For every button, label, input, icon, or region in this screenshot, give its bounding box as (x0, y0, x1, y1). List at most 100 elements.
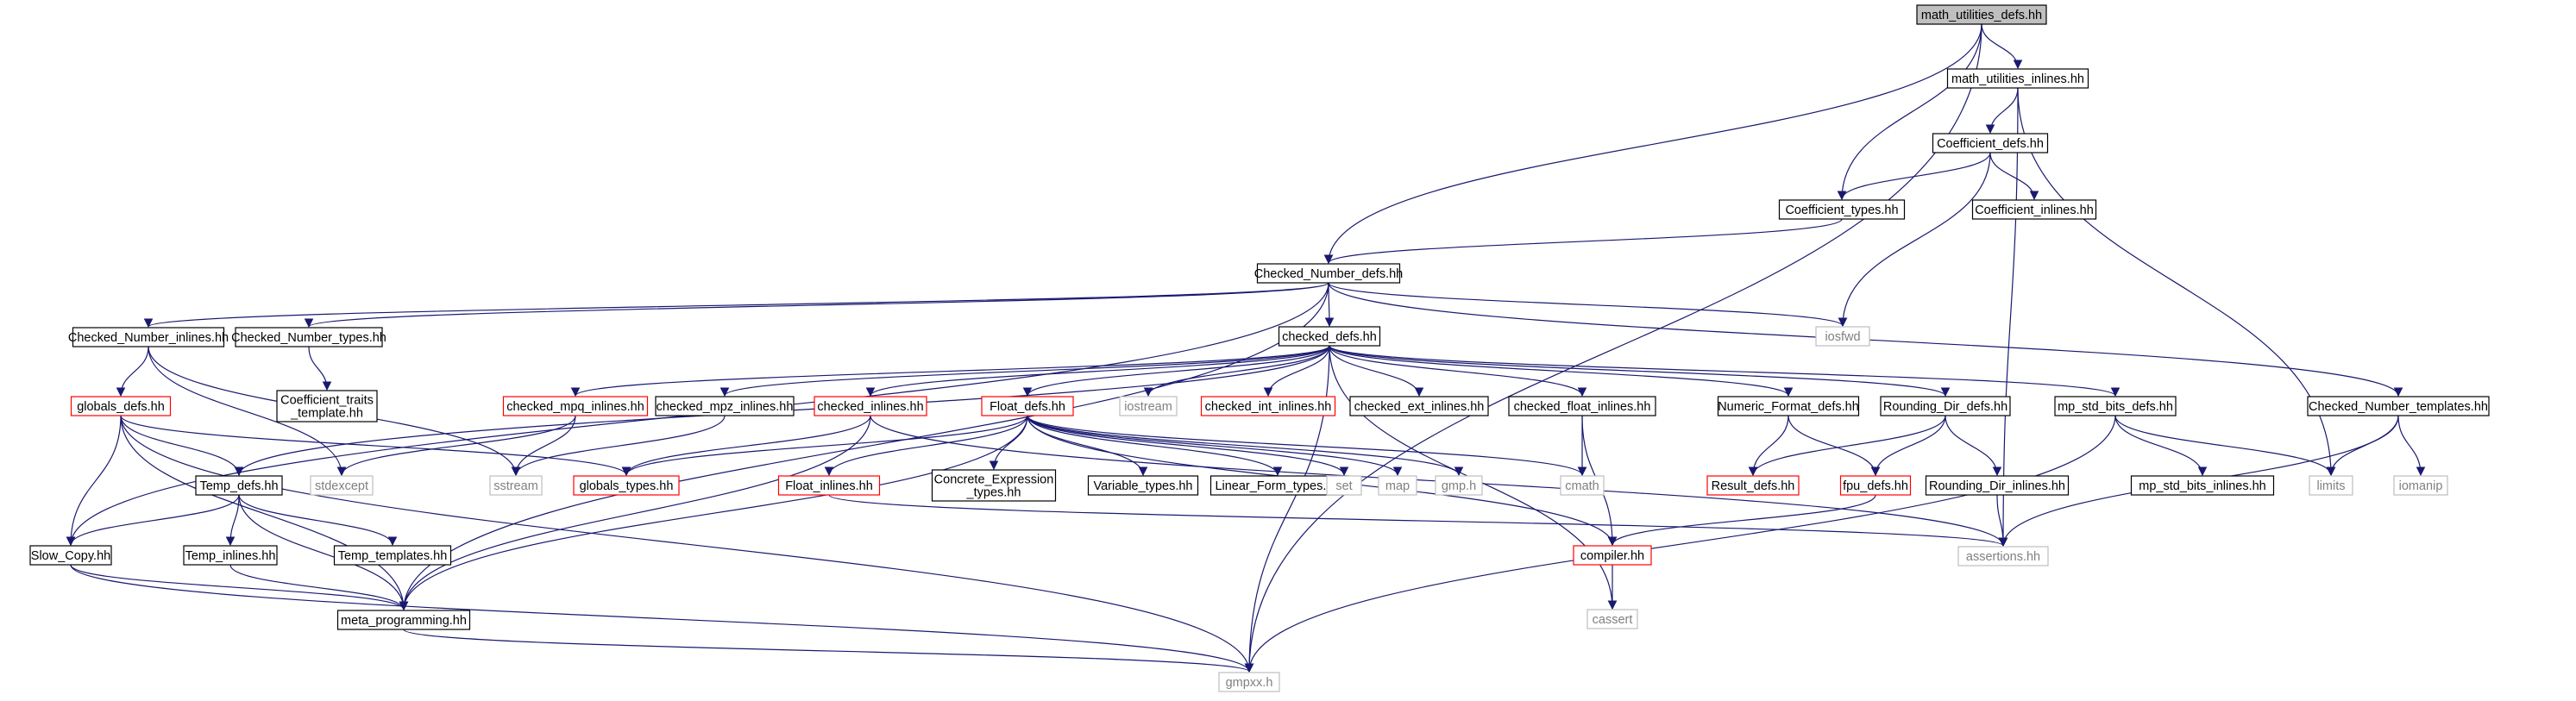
dependency-edge (1244, 415, 2116, 673)
graph-node[interactable]: Temp_defs.hh (195, 475, 283, 496)
node-label: gmp.h (1442, 479, 1476, 493)
node-box (29, 545, 112, 566)
dependency-edge (1323, 23, 1982, 265)
dependency-edge (1748, 415, 1789, 477)
node-label: iostream (1124, 400, 1172, 414)
node-label: gmpxx.h (1226, 676, 1273, 690)
node-box (2130, 475, 2275, 496)
node-box (573, 475, 680, 496)
node-label: checked_float_inlines.hh (1514, 400, 1651, 414)
node-box (1932, 133, 2049, 153)
dependency-edge (570, 345, 1330, 397)
graph-node[interactable]: math_utilities_inlines.hh (1946, 68, 2089, 89)
graph-node[interactable]: Checked_Number_inlines.hh (68, 327, 229, 347)
graph-node[interactable]: fpu_defs.hh (1839, 475, 1912, 496)
node-box (777, 475, 881, 496)
node-label: limits (2316, 479, 2345, 493)
node-box (2309, 475, 2353, 496)
dependency-edge (511, 415, 726, 477)
dependency-edge (1263, 345, 1330, 397)
node-box (1706, 475, 1800, 496)
graph-node[interactable]: Checked_Number_defs.hh (1254, 263, 1404, 284)
dependency-edge (70, 564, 409, 611)
graph-node[interactable]: Temp_templates.hh (333, 545, 452, 566)
node-label: fpu_defs.hh (1843, 479, 1908, 493)
graph-node[interactable]: Concrete_Expression_types.hh (931, 469, 1057, 502)
graph-node[interactable]: globals_defs.hh (70, 396, 172, 416)
graph-node[interactable]: math_utilities_defs.hh (1916, 4, 2047, 25)
node-box (2393, 475, 2448, 496)
dependency-edge (2114, 415, 2208, 477)
node-box (489, 475, 543, 496)
dependency-edge (403, 629, 1253, 673)
graph-node[interactable]: checked_ext_inlines.hh (1349, 396, 1489, 416)
graph-node[interactable]: checked_inlines.hh (814, 396, 927, 416)
graph-node[interactable]: Coefficient_types.hh (1778, 199, 1906, 220)
node-box (981, 396, 1074, 416)
dependency-edge (308, 346, 332, 391)
graph-node[interactable]: Coefficient_traits_template.hh (276, 390, 378, 422)
dependency-edge (1329, 345, 1794, 397)
graph-node[interactable]: Checked_Number_templates.hh (2307, 396, 2490, 416)
dependency-edge (1244, 23, 1982, 673)
dependency-edge (238, 494, 409, 611)
graph-node: map (1378, 475, 1417, 496)
dependency-edge (148, 346, 347, 477)
node-label: assertions.hh (1966, 550, 2040, 564)
graph-node[interactable]: Float_inlines.hh (777, 475, 881, 496)
node-label: stdexcept (315, 479, 368, 493)
graph-node[interactable]: Coefficient_inlines.hh (1971, 199, 2097, 220)
dependency-edge (1870, 415, 1946, 477)
node-label: Variable_types.hh (1093, 479, 1192, 493)
dependency-edge (1787, 415, 1881, 477)
node-box (2307, 396, 2490, 416)
graph-node[interactable]: Temp_inlines.hh (183, 545, 278, 566)
graph-node[interactable]: Slow_Copy.hh (29, 545, 112, 566)
graph-node[interactable]: meta_programming.hh (336, 610, 471, 630)
node-label: checked_defs.hh (1282, 330, 1377, 344)
node-box (2054, 396, 2177, 416)
dependency-edge (1027, 415, 1403, 477)
graph-node[interactable]: checked_mpq_inlines.hh (502, 396, 649, 416)
node-label: Coefficient_types.hh (1785, 203, 1898, 217)
dependency-edge (824, 415, 1028, 477)
graph-node[interactable]: Rounding_Dir_inlines.hh (1925, 475, 2070, 496)
graph-node[interactable]: Result_defs.hh (1706, 475, 1800, 496)
graph-node[interactable]: mp_std_bits_inlines.hh (2130, 475, 2275, 496)
graph-node[interactable]: Numeric_Format_defs.hh (1717, 396, 1860, 416)
dependency-edge (511, 415, 576, 477)
graph-node[interactable]: mp_std_bits_defs.hh (2054, 396, 2177, 416)
graph-node[interactable]: Coefficient_defs.hh (1932, 133, 2049, 153)
graph-node[interactable]: compiler.hh (1573, 545, 1652, 566)
node-box (1880, 396, 2011, 416)
node-box (1957, 546, 2049, 566)
dependency-edge (120, 415, 244, 477)
node-box (1717, 396, 1860, 416)
dependency-edge (1748, 415, 1946, 477)
node-label: Coefficient_defs.hh (1937, 137, 2044, 151)
node-label: sstream (493, 479, 538, 493)
node-label: checked_mpq_inlines.hh (506, 400, 644, 414)
graph-node[interactable]: Rounding_Dir_defs.hh (1880, 396, 2011, 416)
graph-node[interactable]: checked_defs.hh (1278, 326, 1381, 347)
dependency-edge (336, 415, 576, 477)
dependency-edge (1027, 415, 1464, 477)
dependency-edge (1329, 345, 1424, 397)
node-box (502, 396, 649, 416)
graph-node[interactable]: globals_types.hh (573, 475, 680, 496)
node-box (1378, 475, 1417, 496)
graph-node[interactable]: Variable_types.hh (1087, 475, 1199, 496)
graph-node[interactable]: checked_int_inlines.hh (1200, 396, 1336, 416)
node-box (1586, 609, 1638, 629)
node-label: Temp_inlines.hh (185, 549, 276, 563)
dependency-edge (1837, 23, 1982, 201)
dependency-edge (1945, 415, 2002, 477)
graph-node[interactable]: Float_defs.hh (981, 396, 1074, 416)
graph-node[interactable]: Linear_Form_types.hh (1209, 475, 1346, 496)
node-label: compiler.hh (1580, 549, 1644, 563)
node-box (1560, 475, 1605, 496)
graph-node[interactable]: Checked_Number_types.hh (231, 327, 386, 347)
graph-node[interactable]: checked_float_inlines.hh (1508, 396, 1656, 416)
graph-node[interactable]: checked_mpz_inlines.hh (655, 396, 795, 416)
node-label: Result_defs.hh (1712, 479, 1795, 493)
